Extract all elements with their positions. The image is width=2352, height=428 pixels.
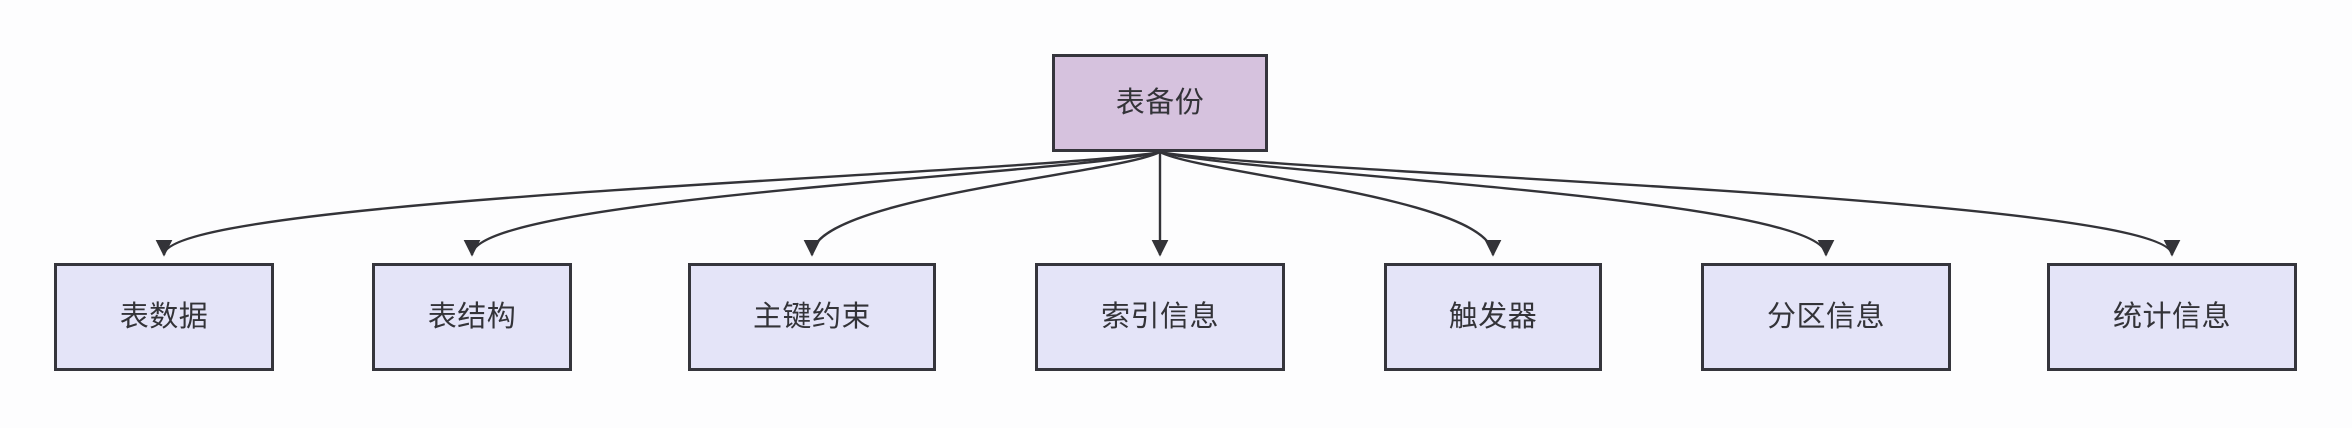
edge-root-to-primary-key-constraint xyxy=(803,150,1161,257)
node-primary-key-constraint-label: 主键约束 xyxy=(752,300,871,333)
node-table-data-label: 表数据 xyxy=(119,300,209,333)
node-partition-info[interactable]: 分区信息 xyxy=(1701,263,1951,371)
edge-root-to-partition-info xyxy=(1159,150,1835,257)
node-partition-info-label: 分区信息 xyxy=(1766,300,1885,333)
edge-root-to-table-data xyxy=(155,150,1161,257)
edge-root-to-statistics-info xyxy=(1159,150,2181,257)
node-index-info-label: 索引信息 xyxy=(1100,300,1219,333)
node-root[interactable]: 表备份 xyxy=(1052,54,1268,152)
node-table-structure-label: 表结构 xyxy=(427,300,517,333)
edge-paths xyxy=(155,150,2181,257)
edge-root-to-table-structure xyxy=(463,150,1161,257)
node-trigger[interactable]: 触发器 xyxy=(1384,263,1602,371)
node-table-structure[interactable]: 表结构 xyxy=(372,263,572,371)
node-root-label: 表备份 xyxy=(1115,86,1205,119)
node-primary-key-constraint[interactable]: 主键约束 xyxy=(688,263,936,371)
node-table-data[interactable]: 表数据 xyxy=(54,263,274,371)
node-trigger-label: 触发器 xyxy=(1448,300,1538,333)
node-statistics-info[interactable]: 统计信息 xyxy=(2047,263,2297,371)
edge-root-to-trigger xyxy=(1159,150,1502,257)
node-statistics-info-label: 统计信息 xyxy=(2112,300,2231,333)
node-index-info[interactable]: 索引信息 xyxy=(1035,263,1285,371)
